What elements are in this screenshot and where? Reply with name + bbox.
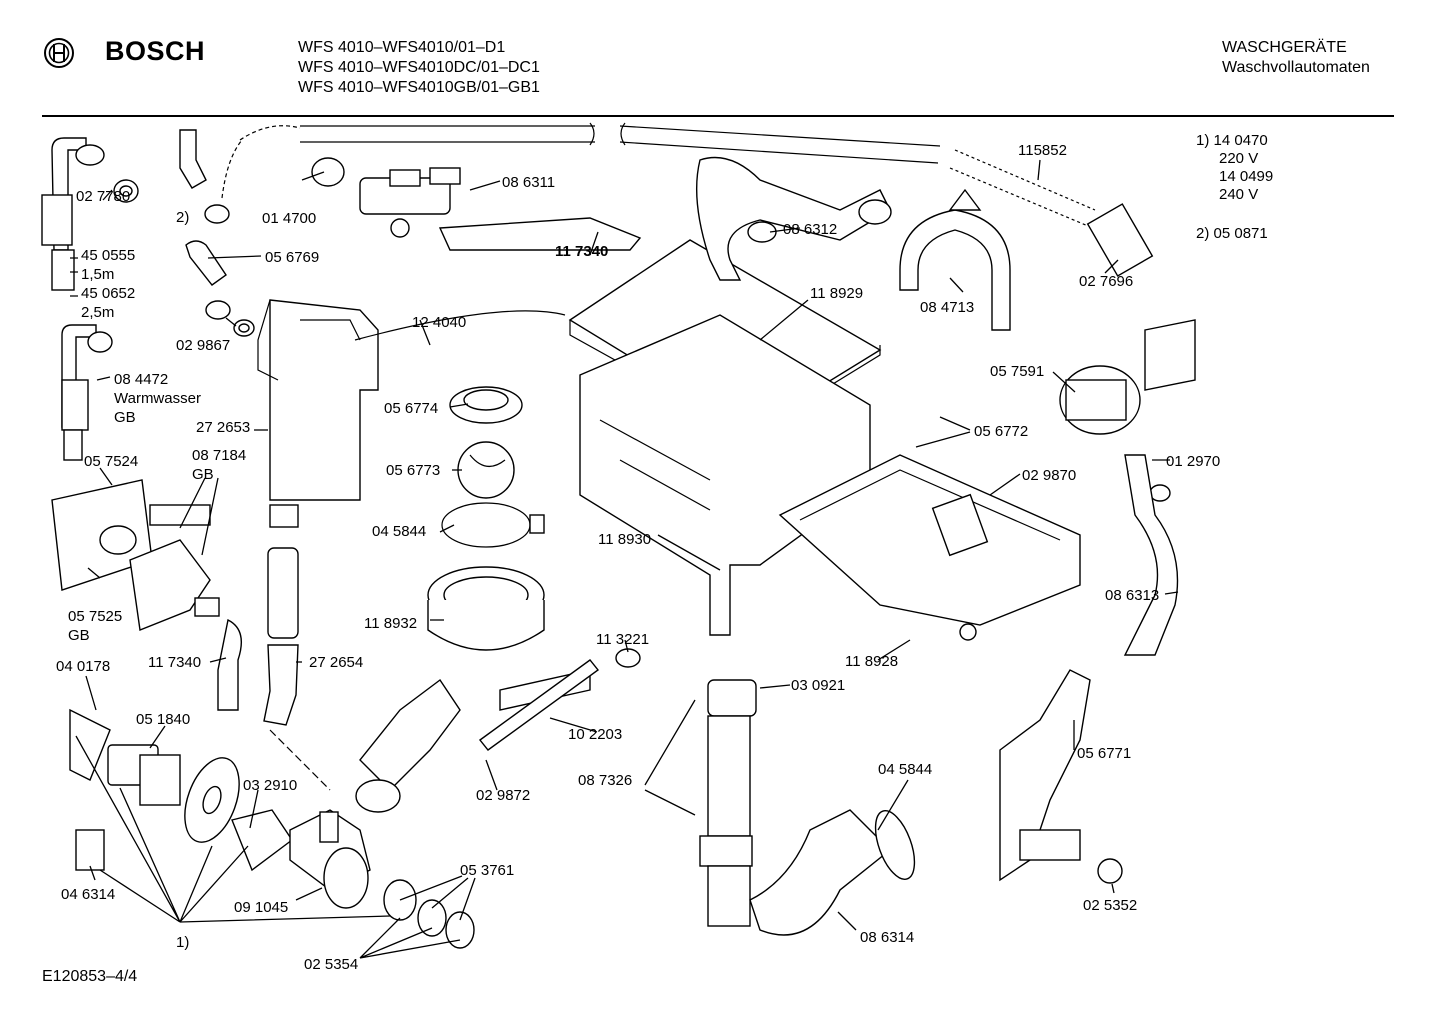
category-title: WASCHGERÄTE xyxy=(1222,39,1347,56)
part-label: 04 5844 xyxy=(372,523,426,540)
length-label: 2,5m xyxy=(81,304,114,321)
part-label: 11 8932 xyxy=(364,615,417,632)
variant-label: Warmwasser xyxy=(114,390,201,407)
footnote-ref: 2) xyxy=(176,209,189,226)
header-divider xyxy=(42,115,1394,117)
part-label: 115852 xyxy=(1018,142,1067,159)
part-labels: 02 7780 2) 01 4700 08 6311 115852 1) 14 … xyxy=(56,132,1273,973)
part-label: 27 2654 xyxy=(309,654,363,671)
part-label: 05 7524 xyxy=(84,453,138,470)
solenoid-valve-drawing xyxy=(311,157,642,251)
part-label: 11 8929 xyxy=(810,285,863,302)
intake-chamber-drawing xyxy=(257,299,566,528)
part-label: 08 7184 xyxy=(192,447,246,464)
part-label: 02 9872 xyxy=(476,787,530,804)
hose-clamp-drawing xyxy=(899,188,1154,331)
part-label: 02 9867 xyxy=(176,337,230,354)
document-id: E120853–4/4 xyxy=(42,968,138,985)
part-label: 01 4700 xyxy=(262,210,316,227)
model-line: WFS 4010–WFS4010/01–D1 xyxy=(298,39,506,56)
footnote-1-voltage-alt: 240 V xyxy=(1219,186,1258,203)
part-label: 05 7525 xyxy=(68,608,122,625)
part-label: 08 6313 xyxy=(1105,587,1159,604)
part-label: 04 5844 xyxy=(878,761,932,778)
part-label: 08 6311 xyxy=(502,174,555,191)
length-label: 1,5m xyxy=(81,266,114,283)
elbow-hose-drawing xyxy=(185,240,255,337)
part-label: 10 2203 xyxy=(568,726,622,743)
part-label: 08 7326 xyxy=(578,772,632,789)
variant-label: GB xyxy=(114,409,136,426)
part-label: 05 7591 xyxy=(990,363,1044,380)
part-label: 05 6769 xyxy=(265,249,319,266)
part-label: 02 5354 xyxy=(304,956,358,973)
footnote-ref: 1) xyxy=(176,934,189,951)
support-bracket-drawing xyxy=(999,669,1123,884)
inlet-hose-drawing xyxy=(41,129,230,291)
part-label: 02 7780 xyxy=(76,188,130,205)
part-label: 08 4472 xyxy=(114,371,168,388)
bellows-seal-drawing xyxy=(355,386,641,813)
detergent-drawer-drawing xyxy=(568,239,1081,641)
part-label: 05 3761 xyxy=(460,862,514,879)
part-label: 27 2653 xyxy=(196,419,250,436)
part-label: 01 2970 xyxy=(1166,453,1220,470)
part-label: 12 4040 xyxy=(412,314,466,331)
part-label: 09 1045 xyxy=(234,899,288,916)
footnote-2-part: 2) 05 0871 xyxy=(1196,225,1268,242)
variant-label: GB xyxy=(192,466,214,483)
drain-pump-drawing xyxy=(69,708,475,949)
mounting-plate-drawing xyxy=(51,479,242,711)
pressure-switch-drawing xyxy=(1059,319,1196,656)
part-label: 11 8928 xyxy=(845,653,898,670)
part-label: 45 0652 xyxy=(81,285,135,302)
part-label: 11 3221 xyxy=(596,631,649,648)
brand-name: BOSCH xyxy=(105,36,206,66)
part-label: 03 0921 xyxy=(791,677,845,694)
part-label: 05 6773 xyxy=(386,462,440,479)
part-label: 08 4713 xyxy=(920,299,974,316)
model-list: WFS 4010–WFS4010/01–D1 WFS 4010–WFS4010D… xyxy=(298,38,540,98)
footnote-1-part-alt: 14 0499 xyxy=(1219,168,1273,185)
category-subtitle: Waschvollautomaten xyxy=(1222,59,1370,76)
part-label: 11 8930 xyxy=(598,531,651,548)
part-label: 08 6314 xyxy=(860,929,914,946)
connection-hose-drawing xyxy=(263,547,331,791)
part-label: 11 7340 xyxy=(555,243,608,260)
footnote-1-part: 1) 14 0470 xyxy=(1196,132,1268,149)
hose-warm-water-drawing xyxy=(61,324,113,461)
part-label: 05 6774 xyxy=(384,400,438,417)
category-block: WASCHGERÄTE Waschvollautomaten xyxy=(1222,38,1370,78)
drain-hose-drawing xyxy=(699,679,916,936)
variant-label: GB xyxy=(68,627,90,644)
part-label: 04 0178 xyxy=(56,658,110,675)
model-line: WFS 4010–WFS4010GB/01–GB1 xyxy=(298,79,540,96)
part-label: 45 0555 xyxy=(81,247,135,264)
part-label: 04 6314 xyxy=(61,886,115,903)
model-line: WFS 4010–WFS4010DC/01–DC1 xyxy=(298,59,540,76)
main-hose-drawing xyxy=(221,122,1096,227)
part-label: 03 2910 xyxy=(243,777,297,794)
part-label: 05 6772 xyxy=(974,423,1028,440)
part-label: 02 7696 xyxy=(1079,273,1133,290)
footnote-1-voltage: 220 V xyxy=(1219,150,1258,167)
bosch-logo-icon xyxy=(44,38,74,68)
u-hose-drawing xyxy=(695,156,892,281)
part-label: 08 6312 xyxy=(783,221,837,238)
part-label: 05 1840 xyxy=(136,711,190,728)
part-label: 02 9870 xyxy=(1022,467,1076,484)
leader-lines xyxy=(70,159,1179,959)
part-label: 05 6771 xyxy=(1077,745,1131,762)
part-label: 02 5352 xyxy=(1083,897,1137,914)
part-label: 11 7340 xyxy=(148,654,201,671)
